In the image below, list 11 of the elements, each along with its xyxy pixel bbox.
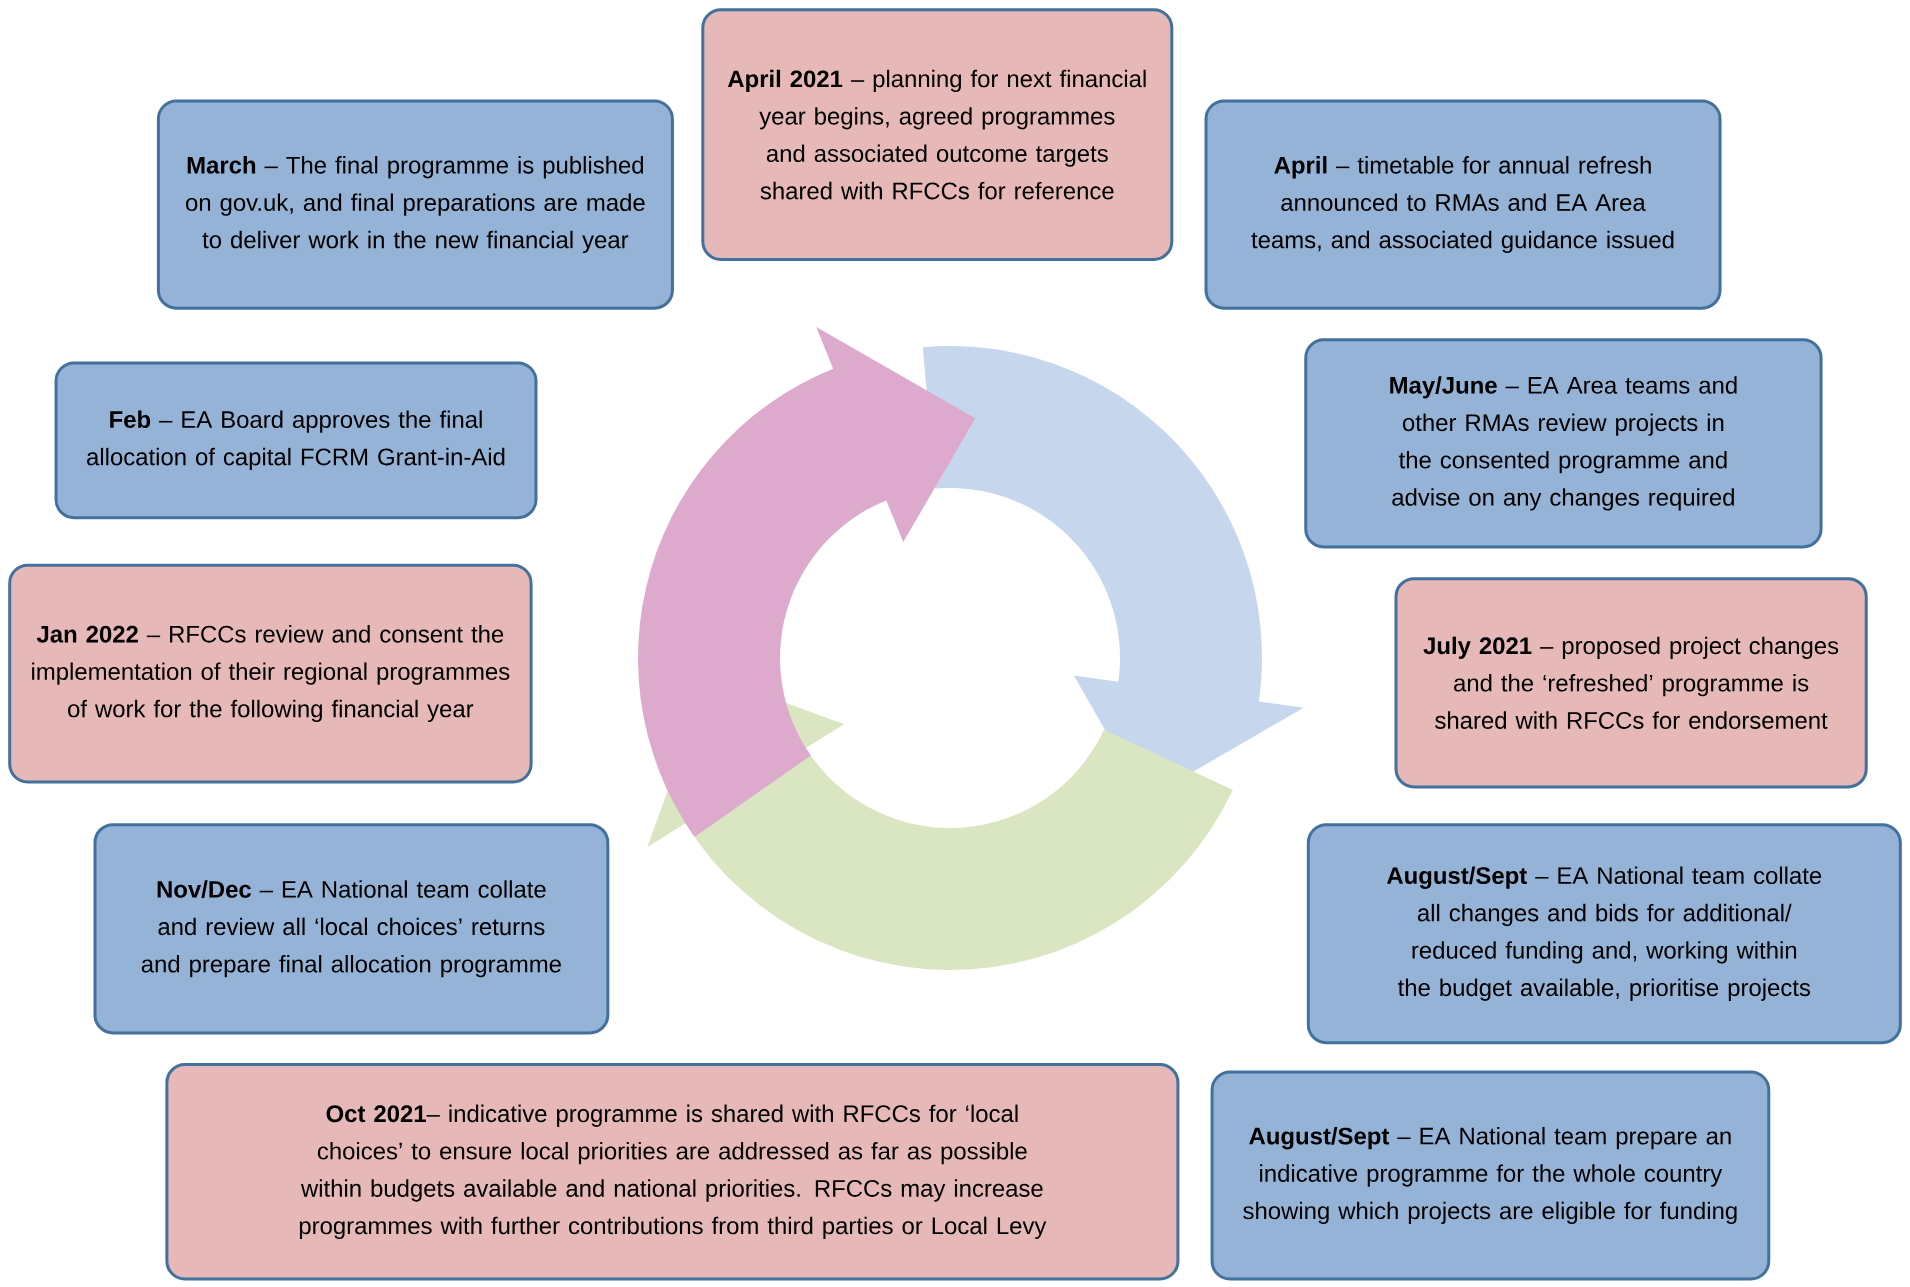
step-box: April – timetable for annual refresh announced to RMAs and EA Area teams, and associated guidance issued [1204, 99, 1722, 310]
step-box: Jan 2022 – RFCCs review and consent the implementation of their regional programmes of work for the following financial year [8, 563, 533, 784]
step-box: July 2021 – proposed project changes and the ‘refreshed’ programme is shared with RFCCs for endorsement [1394, 577, 1868, 789]
step-box: Oct 2021– indicative programme is shared with RFCCs for ‘local choices’ to ensure local priorities are addressed as far as possible within budgets available and national priorities. RFCCs may increase programmes with further contributions from third parties or Local Levy [165, 1063, 1180, 1281]
step-box: Feb – EA Board approves the final allocation of capital FCRM Grant-in-Aid [54, 361, 538, 520]
step-box: May/June – EA Area teams and other RMAs review projects in the consented programme and advise on any changes required [1304, 338, 1823, 549]
step-box: April 2021 – planning for next financial year begins, agreed programmes and associated outcome targets shared with RFCCs for reference [701, 8, 1174, 261]
step-box: August/Sept – EA National team collate all changes and bids for additional/ reduced funding and, working within the budget available, prioritise projects [1306, 823, 1902, 1045]
step-box: August/Sept – EA National team prepare an indicative programme for the whole country showing which projects are eligible for funding [1210, 1070, 1771, 1281]
step-box: March – The final programme is published on gov.uk, and final preparations are made to deliver work in the new financial year [156, 99, 674, 310]
step-box: Nov/Dec – EA National team collate and review all ‘local choices’ returns and prepare final allocation programme [93, 823, 610, 1035]
